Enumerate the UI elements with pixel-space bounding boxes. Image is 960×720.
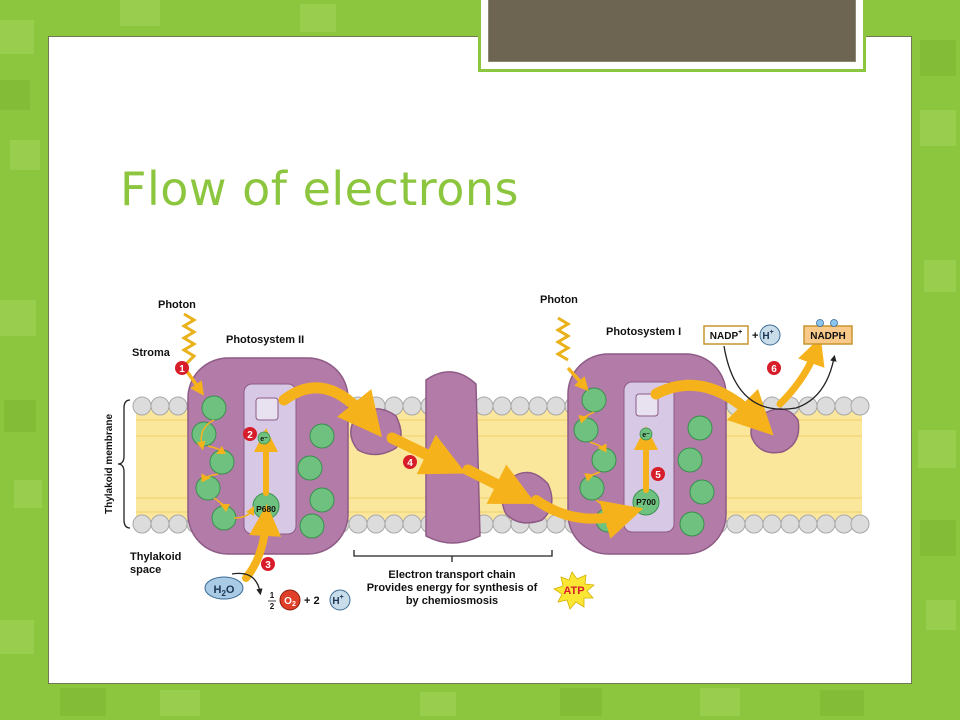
photon-label-right: Photon xyxy=(540,294,578,306)
half-numerator: 1 xyxy=(270,591,275,600)
nadph-product: NADPH xyxy=(803,319,853,345)
oxygen-proton-products: 1 2 O2 + 2 H+ xyxy=(268,589,351,611)
energy-transfer-arrows xyxy=(196,411,637,521)
thylakoid-space-label-1: Thylakoid xyxy=(130,551,181,563)
water-molecule: H2O xyxy=(204,576,244,600)
plus-two-label: + 2 xyxy=(304,595,320,607)
photosystem-ii-label: Photosystem II xyxy=(226,334,304,346)
etc-caption-line2: Provides energy for synthesis of xyxy=(367,582,538,594)
photon-arrows xyxy=(181,312,589,396)
title-tab xyxy=(488,0,856,62)
step-3-label: 3 xyxy=(265,560,271,571)
svg-text:H+: H+ xyxy=(762,329,773,342)
electron-label-ii: e⁻ xyxy=(260,436,268,443)
p680-label: P680 xyxy=(256,504,276,514)
thylakoid-diagram: 1 2 3 4 5 6 Photon Photon Stroma Photosy… xyxy=(104,294,870,611)
electron-label-i: e⁻ xyxy=(642,432,650,439)
step-5-label: 5 xyxy=(655,470,661,481)
svg-text:O2: O2 xyxy=(284,596,296,608)
step-6-label: 6 xyxy=(771,364,777,375)
step-2-label: 2 xyxy=(247,430,253,441)
thylakoid-membrane-label: Thylakoid membrane xyxy=(104,414,115,514)
electron-flow-arrows xyxy=(242,336,825,582)
nadp-reduction-arrow xyxy=(723,345,837,410)
atp-starburst: ATP xyxy=(553,571,595,610)
photosystem-i-label: Photosystem I xyxy=(606,326,681,338)
photon-label-left: Photon xyxy=(158,299,196,311)
thylakoid-space-label-2: space xyxy=(130,564,161,576)
svg-text:H+: H+ xyxy=(332,594,343,607)
membrane-bracket xyxy=(117,399,131,529)
svg-text:NADP+: NADP+ xyxy=(710,329,742,342)
step-1-label: 1 xyxy=(179,364,185,375)
half-denominator: 2 xyxy=(270,602,275,611)
etc-bracket xyxy=(353,550,553,562)
etc-caption-line1: Electron transport chain xyxy=(388,569,515,581)
nadph-label: NADPH xyxy=(810,331,846,342)
p700-label: P700 xyxy=(636,497,656,507)
etc-caption-line3: by chemiosmosis xyxy=(406,595,498,607)
step-4-label: 4 xyxy=(407,458,413,469)
nadp-reactants: NADP+ + H+ xyxy=(703,324,781,346)
nadp-plus: + xyxy=(752,330,758,342)
step-badges: 1 2 3 4 5 6 xyxy=(175,361,781,571)
stroma-label: Stroma xyxy=(132,347,171,359)
slide-title: Flow of electrons xyxy=(120,162,519,216)
svg-text:H2O: H2O xyxy=(214,584,235,598)
atp-label: ATP xyxy=(563,585,584,597)
water-splitting-arrow xyxy=(231,572,263,596)
